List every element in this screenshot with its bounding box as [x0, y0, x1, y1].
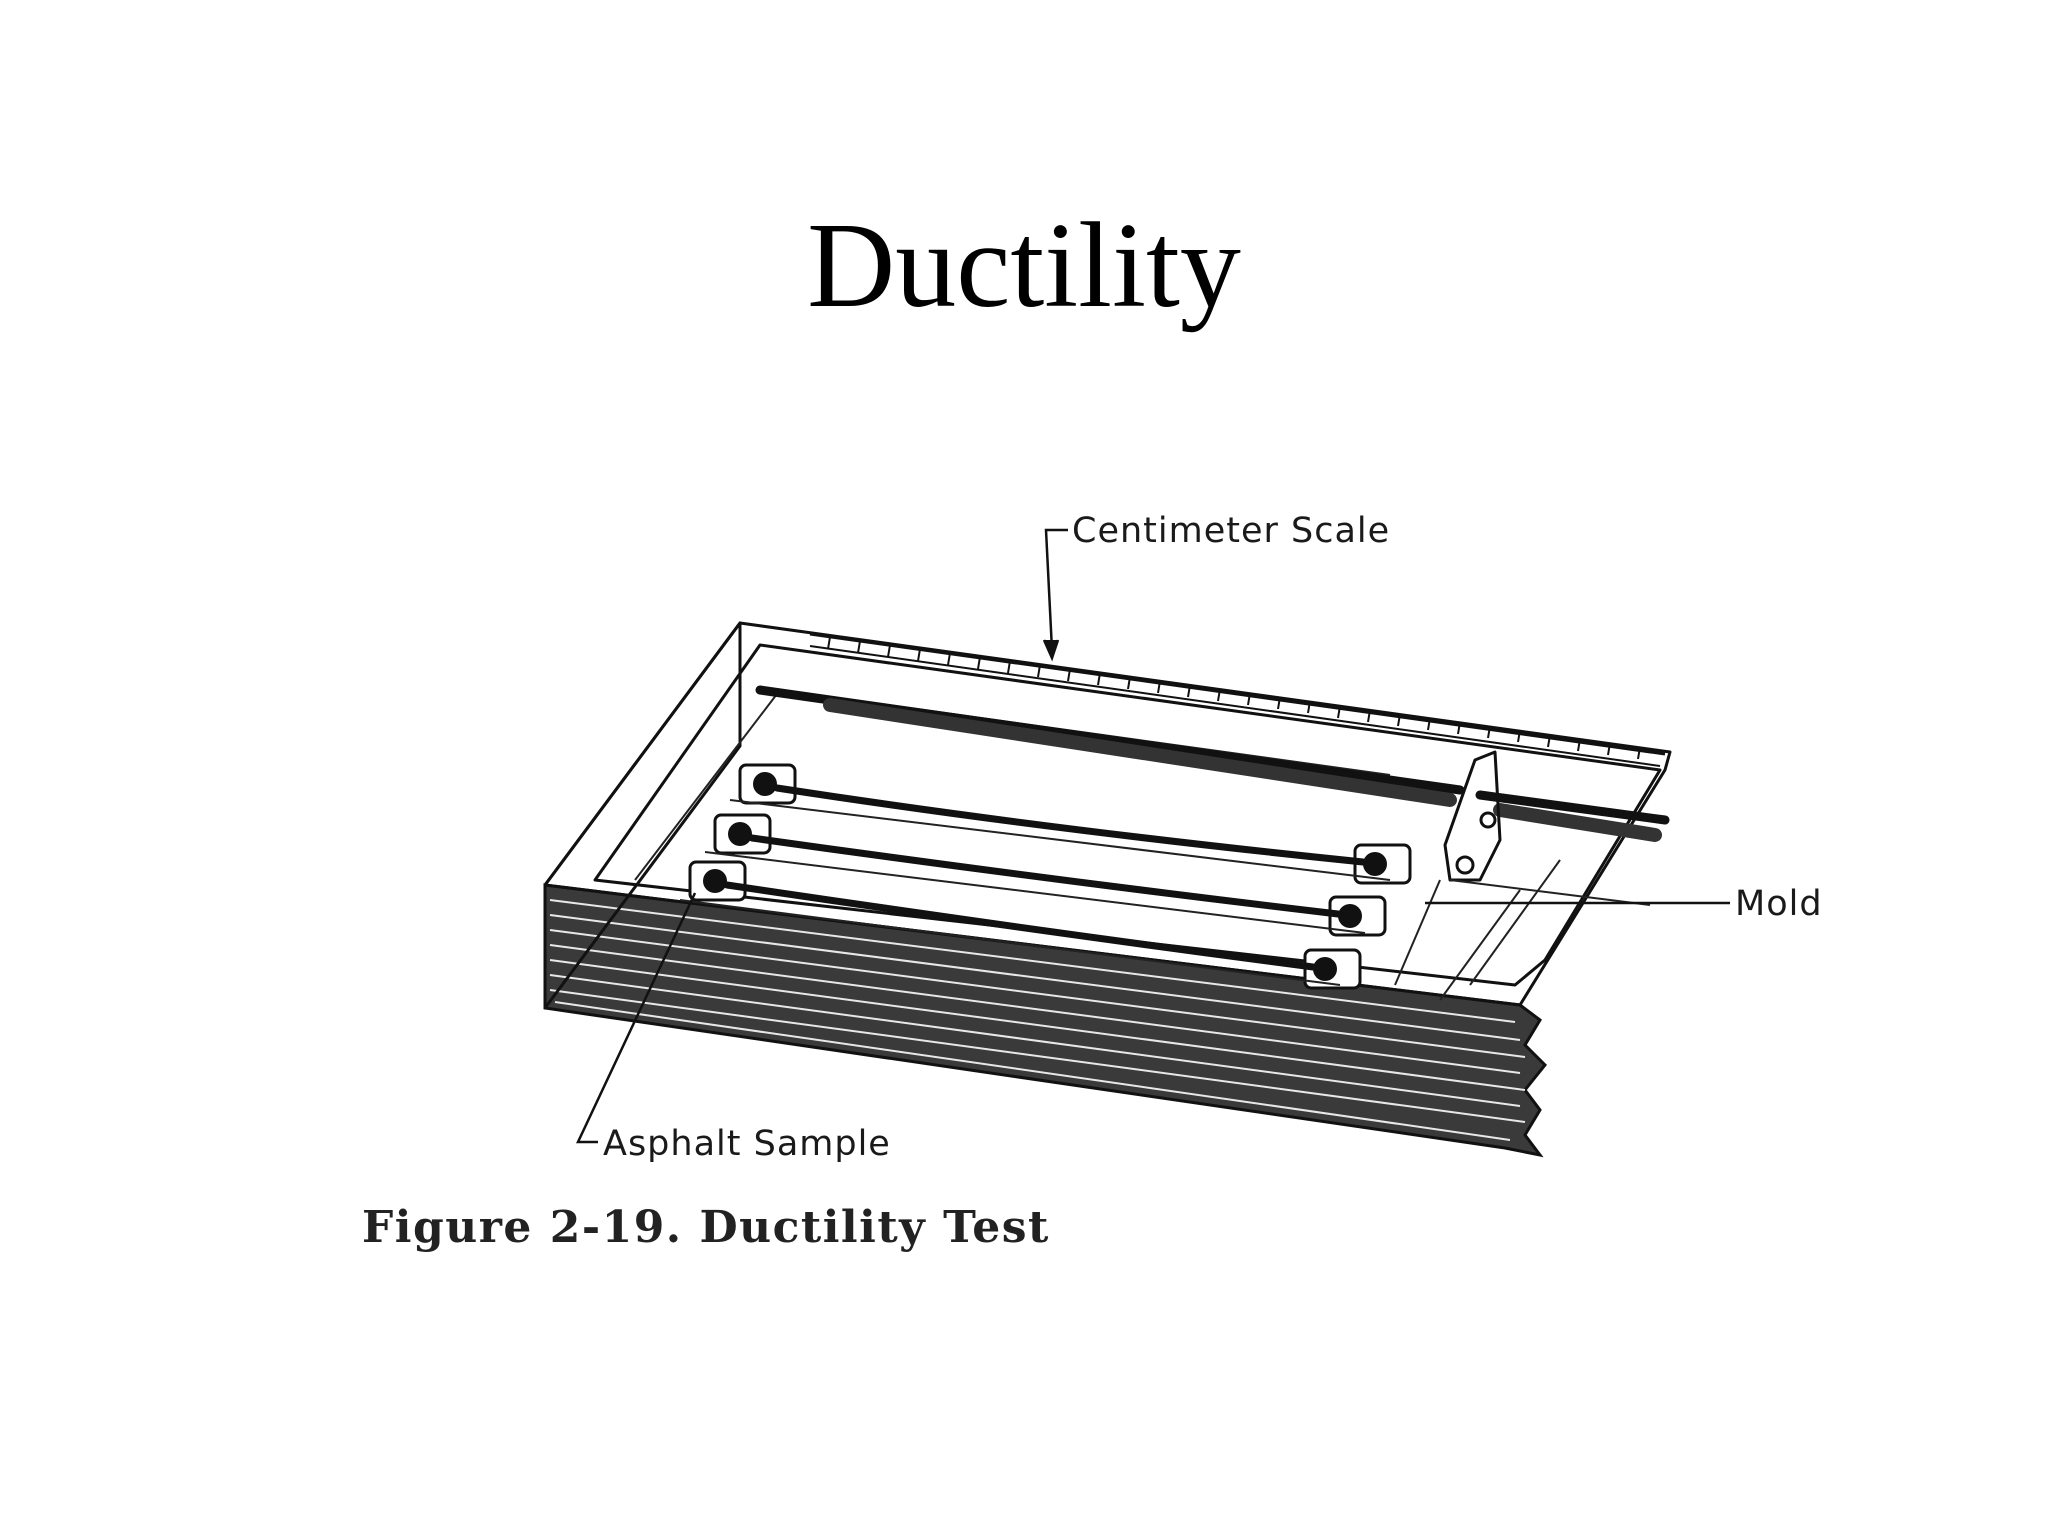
- centimeter-scale-ticks: [809, 632, 1666, 767]
- tank-front-wall: [543, 883, 1548, 1158]
- slide-title: Ductility: [807, 198, 1241, 333]
- centimeter-scale-leader: [1044, 528, 1068, 651]
- callout-leaders: [576, 528, 1730, 1144]
- right-mold-clips: [1303, 843, 1412, 990]
- wall-hatching: [549, 899, 1526, 1141]
- tank-inner-rim: [593, 643, 1662, 987]
- mold-label: Mold: [1735, 884, 1823, 924]
- screw-rod: [823, 698, 1457, 807]
- asphalt-threads: [723, 784, 1367, 971]
- asphalt-sample-label: Asphalt Sample: [603, 1124, 891, 1164]
- centimeter-scale-label: Centimeter Scale: [1072, 511, 1390, 551]
- ductility-apparatus-illustration: [543, 621, 1672, 1158]
- figure-caption: Figure 2-19. Ductility Test: [362, 1202, 1050, 1253]
- moving-carriage: [1443, 750, 1502, 882]
- left-mold-clips: [688, 763, 797, 902]
- asphalt-sample-leader: [576, 892, 697, 1144]
